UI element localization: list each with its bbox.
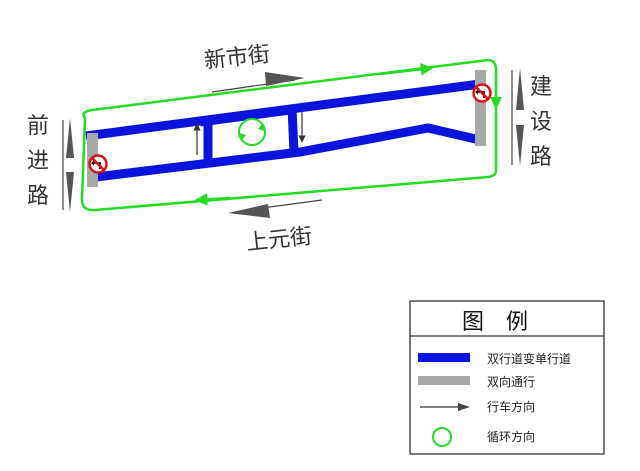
green-loop-outline	[80, 58, 498, 212]
circular-arrow-icon	[238, 118, 266, 146]
top-street-arrow	[211, 72, 305, 93]
left-street-arrows	[62, 118, 74, 212]
right-street-arrows	[511, 68, 524, 166]
no-left-turn-sign-icon	[88, 154, 108, 174]
right-vertical-link	[287, 107, 299, 153]
right-street-char-3: 路	[530, 145, 552, 170]
legend-label-one-way: 双行道变单行道	[487, 351, 571, 366]
right-street-char-2: 设	[530, 110, 552, 135]
legend-swatch-one-way	[418, 353, 470, 362]
middle-link-road	[199, 105, 291, 127]
legend-title: 图 例	[462, 310, 528, 335]
right-street-char-1: 建	[530, 75, 552, 100]
top-street-label: 新市街	[203, 42, 271, 74]
legend-swatch-two-way	[418, 376, 470, 385]
one-way-roads	[85, 79, 482, 183]
no-left-turn-sign-icon	[472, 83, 492, 103]
bottom-street-label: 上元街	[245, 224, 313, 256]
legend: 图 例 双行道变单行道 双向通行 行车方向 循环方向	[409, 300, 605, 455]
legend-label-two-way: 双向通行	[487, 374, 535, 389]
legend-label-direction: 行车方向	[487, 399, 535, 414]
green-loop-arrow-bottom	[194, 193, 231, 206]
left-street-char-3: 路	[27, 184, 49, 209]
green-loop-arrow-top	[379, 63, 434, 76]
bottom-street-arrow	[228, 199, 323, 218]
legend-loop-circle-icon	[432, 427, 452, 447]
left-street-char-2: 进	[27, 149, 49, 174]
legend-arrowhead	[458, 403, 470, 411]
legend-label-loop: 循环方向	[487, 429, 535, 444]
right-two-way-segment	[475, 70, 486, 146]
left-street-char-1: 前	[27, 114, 49, 139]
bottom-road	[87, 123, 482, 183]
